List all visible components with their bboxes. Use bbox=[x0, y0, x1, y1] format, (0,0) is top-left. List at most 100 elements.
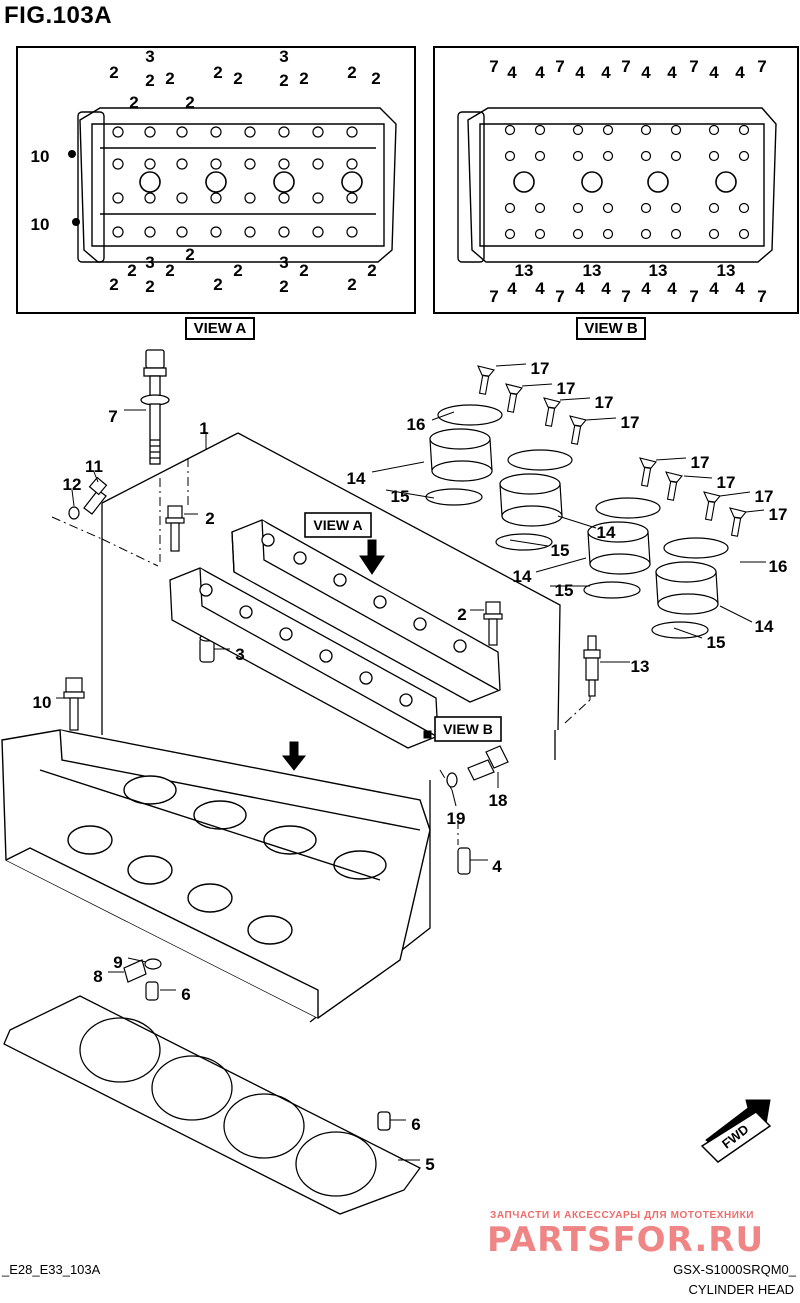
bolt-hole bbox=[738, 202, 750, 214]
leader-line bbox=[495, 363, 527, 367]
bolt-hole bbox=[176, 226, 188, 238]
view-a-callout: 3 bbox=[279, 253, 288, 272]
view-a-caption: VIEW A bbox=[185, 317, 255, 340]
view-b-bolt-holes bbox=[504, 124, 750, 240]
bolt-hole bbox=[534, 124, 546, 136]
bolt-hole bbox=[504, 124, 516, 136]
bolt-hole bbox=[312, 226, 324, 238]
bolt-hole bbox=[640, 150, 652, 162]
screw-head bbox=[729, 507, 747, 519]
view-b-callout: 4 bbox=[535, 279, 545, 298]
bolt-hole bbox=[278, 126, 290, 138]
leader-line bbox=[683, 475, 713, 479]
leader-line bbox=[673, 627, 703, 639]
footer-code: _E28_E33_103A bbox=[2, 1262, 101, 1277]
callout-p3: 3 bbox=[235, 645, 244, 664]
bolt-hole bbox=[144, 226, 156, 238]
view-b-callout: 7 bbox=[621, 287, 630, 306]
dowel-4 bbox=[457, 847, 471, 875]
bolt-2-left bbox=[165, 505, 185, 552]
screw-head bbox=[665, 471, 683, 483]
leader-line bbox=[719, 491, 751, 497]
view-b-callout: 4 bbox=[735, 63, 745, 82]
view-a-callout: 2 bbox=[165, 69, 174, 88]
footer-model: GSX-S1000SRQM0_ bbox=[673, 1262, 796, 1277]
plug-hole bbox=[205, 171, 227, 193]
view-b-callout: 13 bbox=[717, 261, 736, 280]
figure-title: FIG.103A bbox=[4, 2, 113, 29]
bolt-hole bbox=[572, 228, 584, 240]
leader-line bbox=[451, 789, 457, 807]
bolt-hole bbox=[176, 126, 188, 138]
watermark-tagline: ЗАПЧАСТИ И АКСЕССУАРЫ ДЛЯ МОТОТЕХНИКИ bbox=[490, 1210, 755, 1221]
bolt-hole bbox=[708, 124, 720, 136]
view-b-callout: 7 bbox=[689, 287, 698, 306]
bolt-hole bbox=[708, 150, 720, 162]
bolt-hole bbox=[346, 158, 358, 170]
camshaft-holder bbox=[169, 519, 501, 749]
screw-head bbox=[639, 457, 657, 469]
view-a-callout: 2 bbox=[299, 261, 308, 280]
view-arrows bbox=[281, 539, 432, 771]
o-ring bbox=[583, 581, 641, 599]
view-a-callout: 2 bbox=[109, 63, 118, 82]
bolt-hole bbox=[572, 202, 584, 214]
view-b-callout: 4 bbox=[667, 63, 677, 82]
bolt-11-washer-12 bbox=[68, 476, 108, 520]
bolt-hole bbox=[738, 150, 750, 162]
forward-arrow: FWD bbox=[700, 1099, 772, 1163]
leader-line bbox=[431, 411, 455, 421]
callout-p14c: 14 bbox=[513, 567, 532, 586]
plug-hole bbox=[341, 171, 363, 193]
leader-line bbox=[535, 557, 587, 573]
callout-p1: 1 bbox=[199, 419, 208, 438]
bolt-hole bbox=[244, 158, 256, 170]
clamp-ring bbox=[437, 404, 503, 426]
bolt-hole bbox=[670, 124, 682, 136]
view-a-callout: 10 bbox=[31, 215, 50, 234]
bolt-hole bbox=[312, 158, 324, 170]
view-a-callout: 2 bbox=[129, 93, 138, 112]
view-a-callout: 2 bbox=[145, 277, 154, 296]
bolt-hole bbox=[572, 124, 584, 136]
callout-p14d: 14 bbox=[755, 617, 774, 636]
leader-line bbox=[719, 605, 753, 623]
bolt-hole bbox=[572, 150, 584, 162]
view-a-callout: 2 bbox=[213, 275, 222, 294]
screw-shank bbox=[666, 480, 678, 501]
bolt-hole bbox=[708, 202, 720, 214]
bolt-hole bbox=[602, 150, 614, 162]
leader-line bbox=[385, 489, 435, 499]
bolt-hole bbox=[640, 228, 652, 240]
view-b-callout: 4 bbox=[575, 63, 585, 82]
view-a-callout: 2 bbox=[347, 63, 356, 82]
insulator-bottom bbox=[431, 460, 493, 482]
clamp-ring bbox=[663, 537, 729, 559]
leader-line bbox=[521, 383, 553, 387]
bolt-hole bbox=[504, 228, 516, 240]
callout-p17g: 17 bbox=[755, 487, 774, 506]
callout-p11: 11 bbox=[85, 457, 103, 476]
insulator-bottom bbox=[657, 593, 719, 615]
view-a-callout: 2 bbox=[279, 277, 288, 296]
bolt-hole bbox=[670, 150, 682, 162]
bolt-hole bbox=[346, 192, 358, 204]
bolt-hole bbox=[210, 126, 222, 138]
bolt-hole bbox=[112, 158, 124, 170]
leader-line bbox=[71, 489, 75, 507]
screw-shank bbox=[478, 374, 490, 395]
view-b-panel bbox=[433, 46, 799, 314]
leader-line bbox=[509, 539, 549, 547]
bolt-hole bbox=[312, 192, 324, 204]
callout-p15c: 15 bbox=[555, 581, 574, 600]
callout-p17f: 17 bbox=[717, 473, 736, 492]
leader-line bbox=[585, 417, 617, 421]
bolt-10 bbox=[63, 677, 85, 731]
bolt-hole bbox=[244, 226, 256, 238]
leader-line bbox=[655, 457, 687, 461]
view-b-callout: 4 bbox=[735, 279, 745, 298]
view-b-callout: 7 bbox=[621, 57, 630, 76]
insulator-top bbox=[429, 428, 491, 450]
view-b-callout: 4 bbox=[641, 279, 651, 298]
